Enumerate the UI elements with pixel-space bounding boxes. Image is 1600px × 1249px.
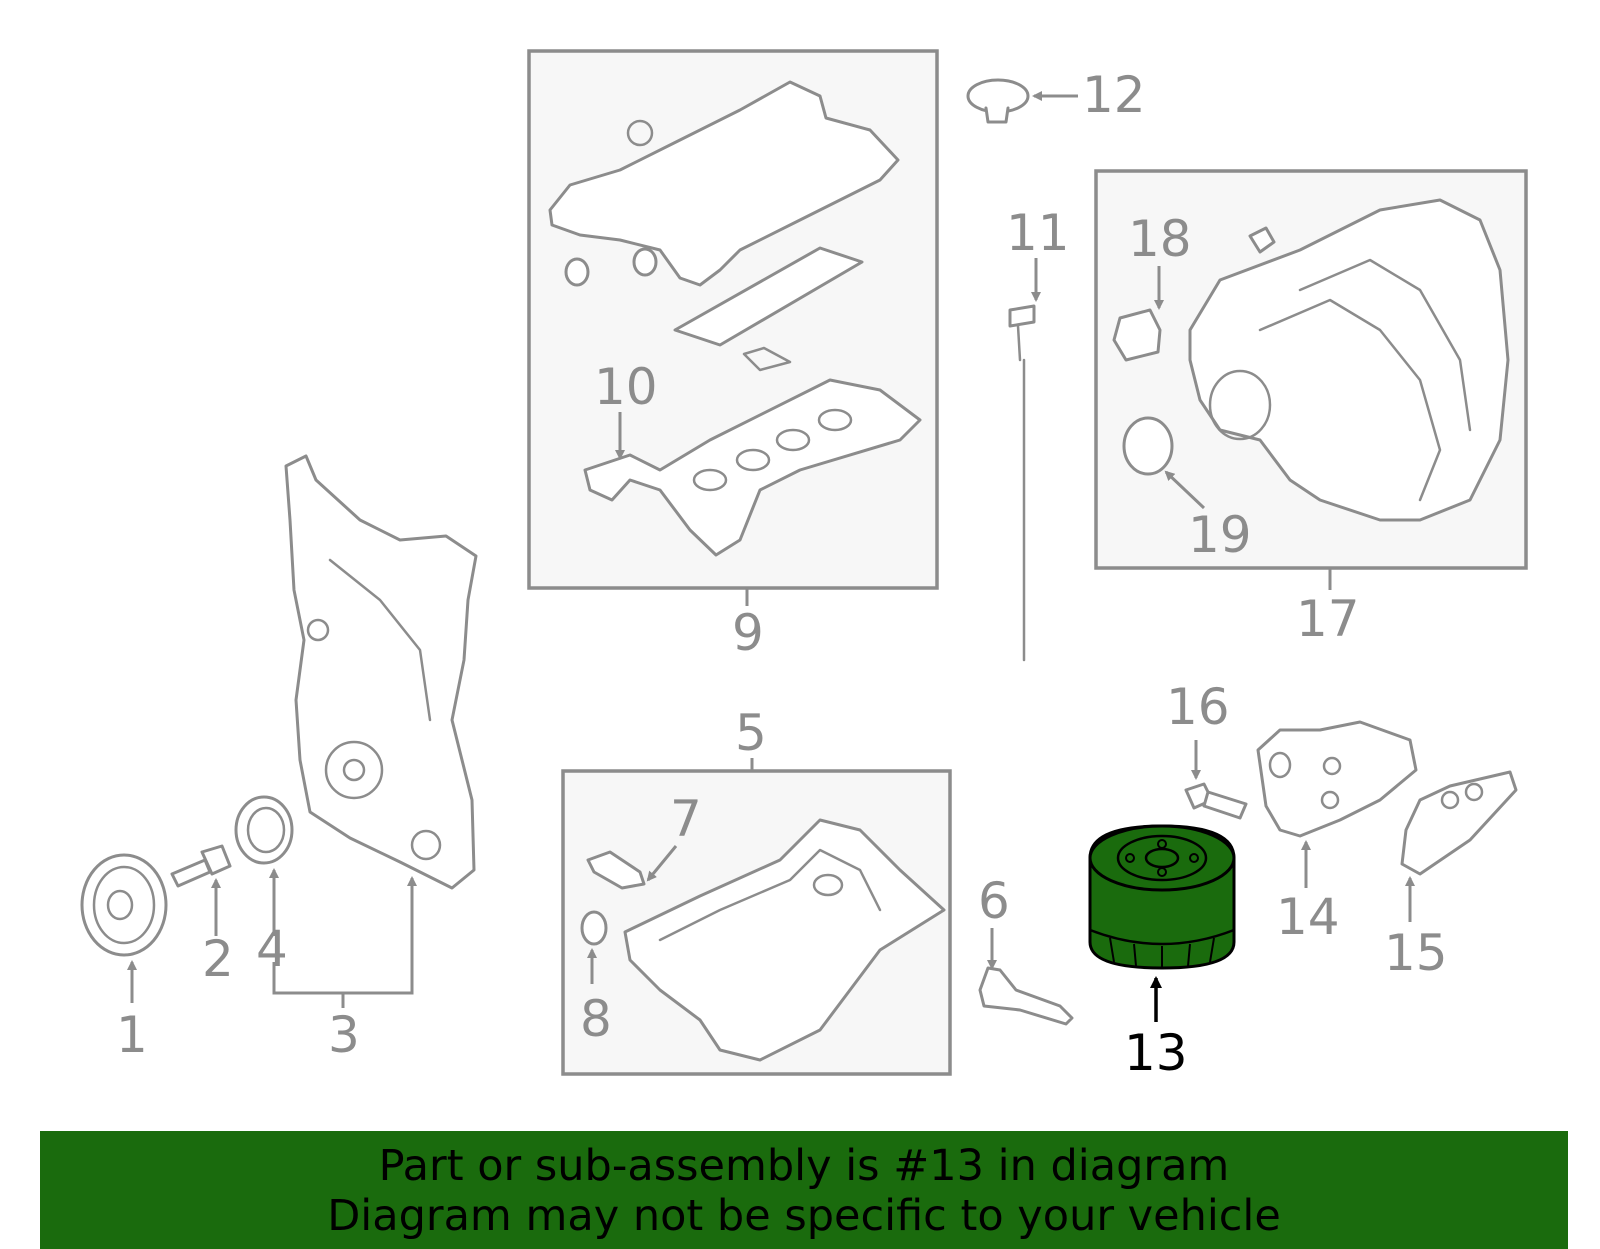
part-13-oil-filter[interactable]: [1088, 824, 1236, 970]
callout-16: 16: [1166, 678, 1230, 736]
banner-line-1: Part or sub-assembly is #13 in diagram: [378, 1141, 1230, 1191]
callout-10: 10: [594, 358, 658, 416]
callout-19: 19: [1188, 506, 1252, 564]
callout-1: 1: [116, 1006, 148, 1064]
part-3-timing-cover: [284, 454, 478, 890]
callout-17: 17: [1296, 590, 1360, 648]
part-11-dipstick: [1008, 304, 1036, 662]
callout-5: 5: [735, 704, 767, 762]
part-14-housing: [1256, 720, 1418, 838]
part-4-seal: [234, 795, 294, 865]
callout-6: 6: [978, 872, 1010, 930]
callout-18: 18: [1128, 210, 1192, 268]
part-12-cap: [966, 78, 1030, 124]
part-9-valve-cover: [548, 80, 922, 557]
callout-3: 3: [328, 1006, 360, 1064]
part-1-pulley: [80, 853, 168, 957]
callout-8: 8: [580, 990, 612, 1048]
callout-15: 15: [1384, 924, 1448, 982]
part-16-bolt: [1184, 782, 1248, 820]
part-15-gasket: [1400, 770, 1518, 876]
callout-12: 12: [1082, 66, 1146, 124]
callout-11: 11: [1006, 204, 1070, 262]
callout-2: 2: [202, 930, 234, 988]
part-5-oil-pan: [580, 818, 946, 1062]
callout-9: 9: [732, 604, 764, 662]
part-2-bolt: [170, 844, 232, 888]
callout-4: 4: [256, 920, 288, 978]
info-banner: Part or sub-assembly is #13 in diagram D…: [40, 1131, 1568, 1249]
part-17-intake-manifold: [1112, 198, 1510, 522]
callout-7: 7: [670, 790, 702, 848]
callout-13[interactable]: 13: [1124, 1024, 1188, 1082]
part-6-strainer: [978, 966, 1074, 1026]
banner-line-2: Diagram may not be specific to your vehi…: [327, 1191, 1281, 1241]
callout-14: 14: [1276, 888, 1340, 946]
